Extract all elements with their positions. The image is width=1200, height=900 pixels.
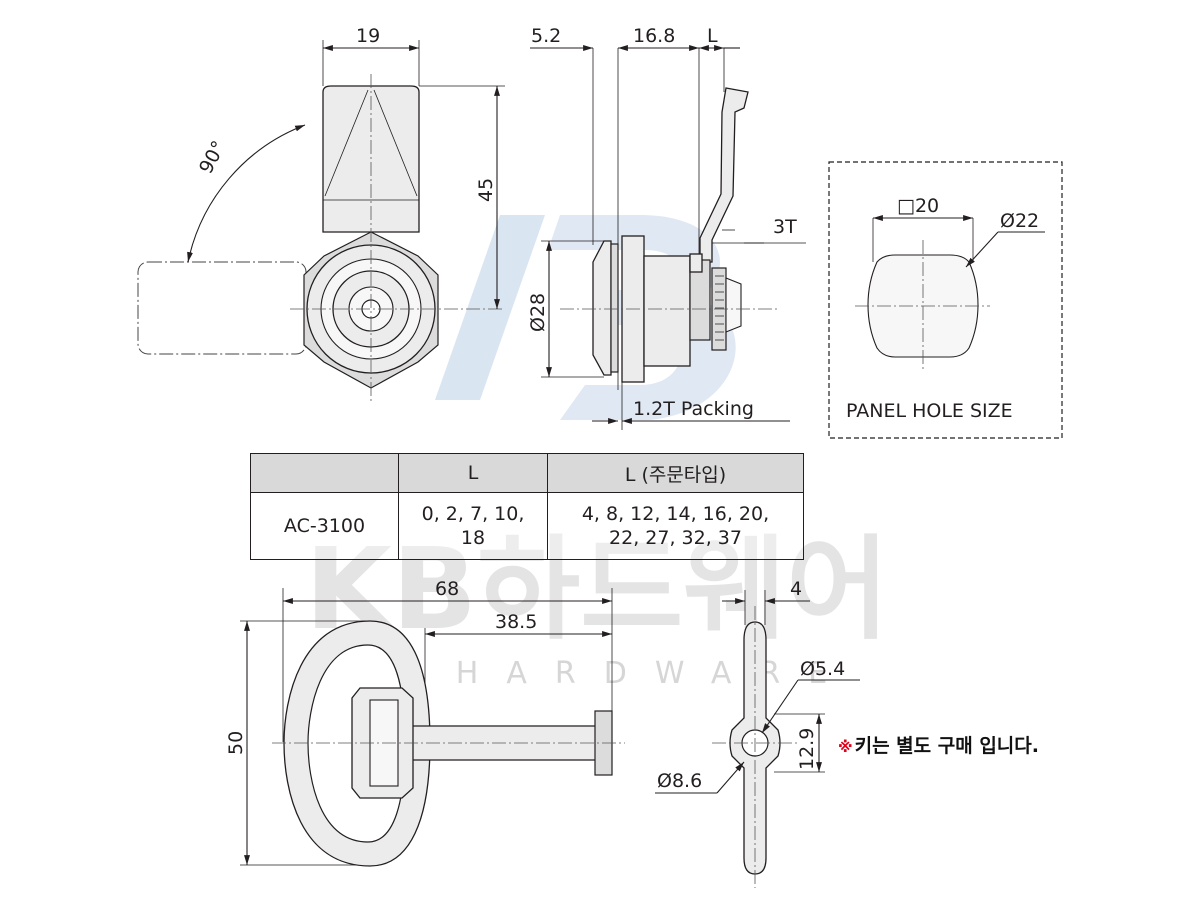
table-cell-l-standard-line2: 18 — [460, 527, 486, 549]
table-row: AC-3100 0, 2, 7, 10, 18 4, 8, 12, 14, 16… — [250, 492, 804, 560]
side-dim-a: 5.2 — [531, 25, 561, 47]
key-view: 68 38.5 50 — [225, 578, 625, 867]
key-height-dim: 50 — [225, 731, 247, 755]
key-profile-view: 4 Ø5.4 Ø8.6 12.9 — [655, 578, 860, 888]
purchase-note: ※키는 별도 구매 입니다. — [838, 731, 1039, 758]
profile-outer-dim: Ø8.6 — [657, 770, 702, 792]
front-angle-label: 90° — [195, 137, 230, 177]
table-cell-l-order-line1: 4, 8, 12, 14, 16, 20, — [581, 503, 770, 525]
table-cell-l-order-line2: 22, 27, 32, 37 — [609, 527, 742, 549]
panel-diameter-dim: Ø22 — [1000, 210, 1039, 232]
side-thickness: 3T — [773, 216, 797, 238]
key-length-dim: 68 — [435, 578, 459, 600]
note-text: 키는 별도 구매 입니다. — [854, 735, 1039, 757]
front-view: 90° 19 45 — [137, 25, 505, 402]
table-header-row: L L (주문타입) — [250, 453, 804, 493]
cam-lever-side — [699, 87, 749, 263]
table-cell-l-standard-line1: 0, 2, 7, 10, — [421, 503, 525, 525]
front-width-dim: 19 — [356, 25, 380, 47]
panel-caption: PANEL HOLE SIZE — [846, 400, 1013, 422]
side-diameter: Ø28 — [527, 293, 549, 332]
spec-table: L L (주문타입) AC-3100 0, 2, 7, 10, 18 4, 8,… — [250, 453, 804, 560]
table-cell-model: AC-3100 — [250, 492, 399, 560]
bezel-flange — [592, 240, 612, 376]
key-shaft-dim: 38.5 — [495, 611, 537, 633]
table-header-blank — [250, 453, 399, 493]
profile-span-dim: 12.9 — [796, 728, 818, 770]
table-cell-l-standard: 0, 2, 7, 10, 18 — [398, 492, 548, 560]
cam-rotated-ghost — [137, 261, 307, 355]
panel-square-dim: □20 — [897, 195, 939, 217]
front-height-dim: 45 — [475, 178, 497, 202]
table-cell-l-order: 4, 8, 12, 14, 16, 20, 22, 27, 32, 37 — [547, 492, 804, 560]
profile-thickness-dim: 4 — [790, 578, 802, 600]
side-dim-l: L — [707, 25, 718, 47]
side-dim-b: 16.8 — [633, 25, 675, 47]
lock-body — [643, 255, 691, 367]
side-packing: 1.2T Packing — [633, 398, 754, 420]
side-view: 5.2 16.8 L 3T Ø28 1.2T Packing — [527, 25, 806, 430]
profile-inner-dim: Ø5.4 — [800, 658, 845, 680]
table-header-l: L — [398, 453, 548, 493]
table-header-l-order: L (주문타입) — [547, 453, 804, 493]
note-mark: ※ — [838, 738, 853, 756]
panel-hole-box: □20 Ø22 PANEL HOLE SIZE — [828, 161, 1063, 439]
